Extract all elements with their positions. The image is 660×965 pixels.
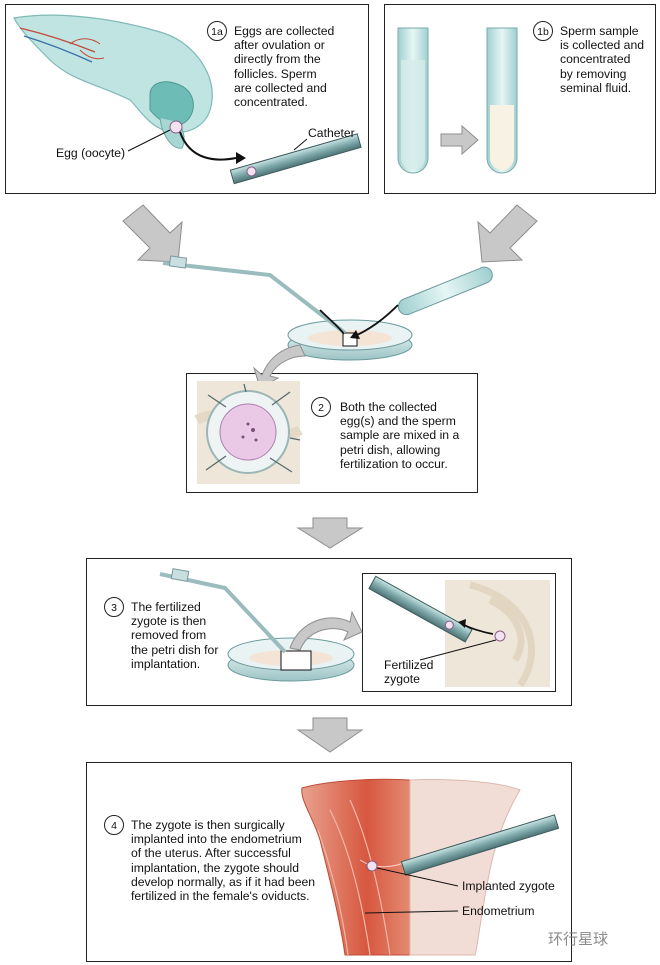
step-text-2: Both the collected egg(s) and the sperm … bbox=[340, 400, 460, 471]
test-tube-after bbox=[486, 27, 518, 174]
endometrium-label: Endometrium bbox=[462, 904, 535, 918]
egg-leader-line bbox=[127, 129, 171, 152]
step-text-3: The fertilized zygote is then removed fr… bbox=[131, 600, 219, 671]
panel-3-inset bbox=[362, 573, 556, 692]
flow-arrow-down-1-icon bbox=[296, 517, 364, 549]
watermark: 环行星球 bbox=[548, 931, 609, 948]
petri-dish-2 bbox=[287, 319, 413, 361]
fertilized-zygote-label: Fertilized zygote bbox=[384, 658, 434, 686]
zoom-arrow-3-icon bbox=[289, 610, 363, 651]
step-badge-2: 2 bbox=[311, 397, 331, 417]
step-text-1b: Sperm sample is collected and concentrat… bbox=[560, 24, 645, 95]
test-tube-before bbox=[397, 27, 429, 174]
flow-arrow-left-icon bbox=[122, 204, 183, 263]
process-arrow-icon bbox=[440, 124, 479, 156]
step-badge-3: 3 bbox=[104, 597, 124, 617]
step-text-1a: Eggs are collected after ovulation or di… bbox=[234, 24, 335, 110]
fertilization-closeup bbox=[194, 381, 303, 484]
step-badge-1b: 1b bbox=[533, 21, 553, 41]
sperm-tube-2 bbox=[397, 266, 493, 316]
egg-cell-icon bbox=[169, 120, 183, 134]
transfer-arrow bbox=[179, 131, 237, 161]
petri-dish-3 bbox=[227, 637, 355, 682]
pipette-2 bbox=[162, 261, 347, 335]
step-badge-4: 4 bbox=[104, 815, 124, 835]
panel-1b bbox=[384, 4, 656, 194]
catheter-4 bbox=[400, 814, 560, 876]
flow-arrow-right-icon bbox=[477, 204, 538, 263]
ovary-illustration bbox=[13, 14, 213, 149]
egg-label: Egg (oocyte) bbox=[56, 146, 126, 160]
catheter-1a bbox=[229, 133, 362, 185]
step-badge-1a: 1a bbox=[207, 21, 227, 41]
catheter-label: Catheter bbox=[308, 126, 355, 140]
implanted-zygote-label: Implanted zygote bbox=[462, 879, 555, 893]
zygote-closeup bbox=[368, 575, 550, 688]
flow-arrow-down-2-icon bbox=[296, 717, 364, 753]
panel-4 bbox=[86, 762, 572, 962]
step-text-4: The zygote is then surgically implanted … bbox=[131, 818, 316, 904]
